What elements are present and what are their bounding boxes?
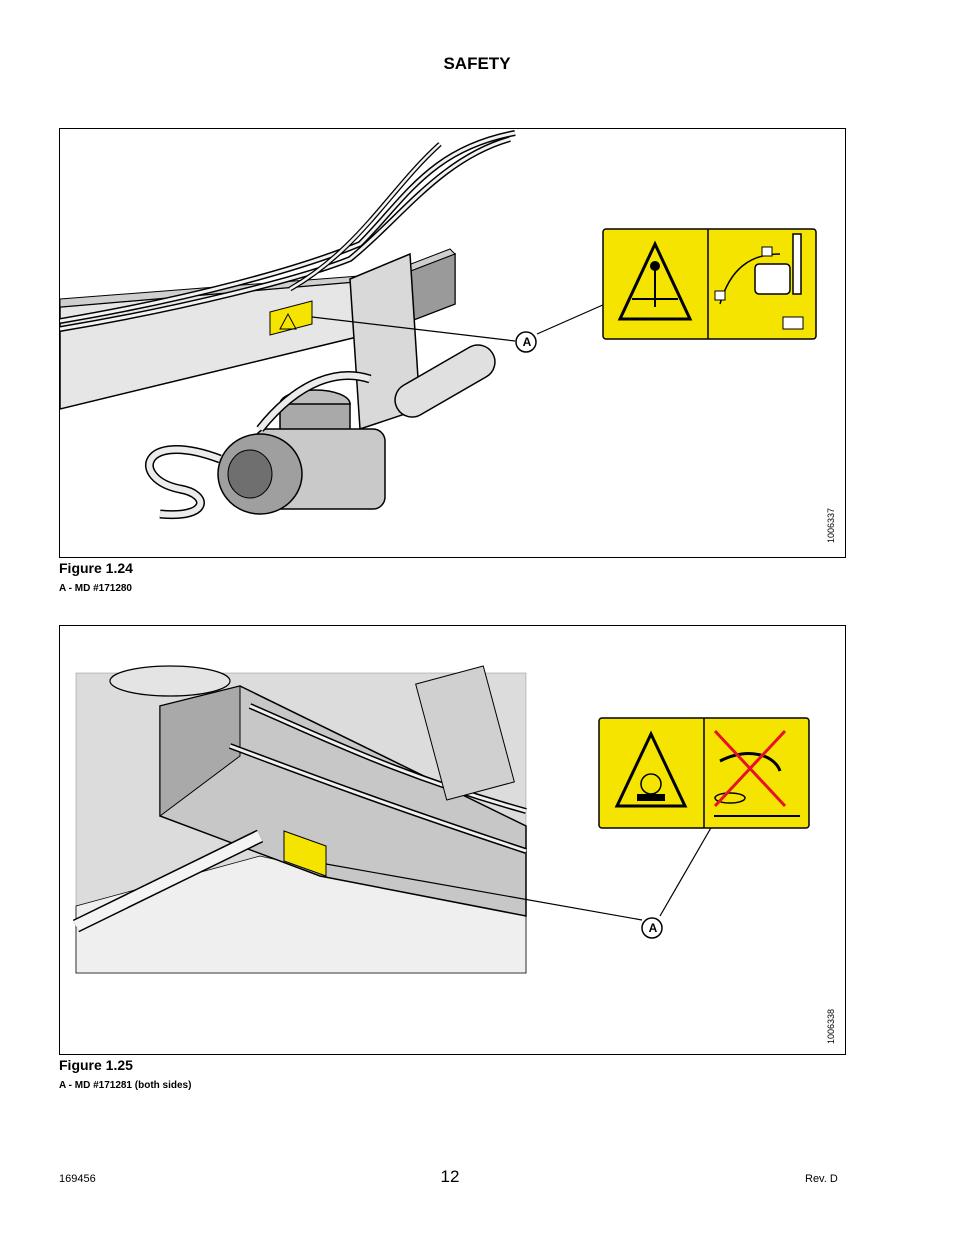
callout-a-label: A <box>522 335 532 349</box>
figure-legend: A - MD #171280 <box>59 583 132 594</box>
warning-triangle-icon <box>614 730 688 808</box>
figure-1-25-illustration <box>72 665 810 974</box>
hand-icon <box>719 752 782 772</box>
figure-caption: Figure 1.24 <box>59 560 133 576</box>
unlock-icon <box>714 290 726 301</box>
lock-icon <box>761 246 773 257</box>
safety-decal-171280 <box>602 228 817 340</box>
page-number: 12 <box>440 1167 460 1186</box>
frame-drawing <box>72 665 527 974</box>
callout-a <box>515 331 537 353</box>
leader-line <box>311 316 516 342</box>
figure-1-24-illustration <box>60 130 817 520</box>
manual-book-icon <box>782 316 804 330</box>
leader-line <box>659 825 713 917</box>
figure-1-25-frame: A 1006338 <box>59 625 846 1055</box>
rotating-blade-icon <box>714 792 746 804</box>
safety-decal-171281 <box>598 717 810 829</box>
revision-label: Rev. D <box>805 1173 838 1185</box>
leader-line <box>536 303 606 335</box>
image-reference-id: 1006337 <box>826 507 836 543</box>
figure-legend: A - MD #171281 (both sides) <box>59 1080 192 1091</box>
callout-a-label: A <box>648 921 658 935</box>
boom-drawing <box>60 130 516 520</box>
document-number: 169456 <box>59 1173 96 1185</box>
warning-triangle-icon <box>617 240 693 321</box>
callout-a <box>641 917 663 939</box>
figure-1-24-frame: A 1006337 <box>59 128 846 558</box>
leader-line <box>325 863 643 921</box>
image-reference-id: 1006338 <box>826 1008 836 1044</box>
section-title: SAFETY <box>443 54 511 73</box>
figure-caption: Figure 1.25 <box>59 1057 133 1073</box>
